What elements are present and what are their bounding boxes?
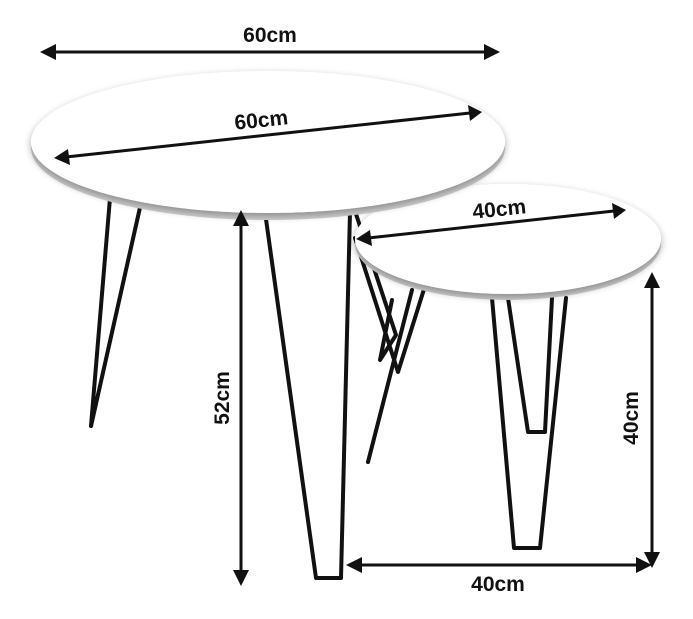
large-table-leg-left — [89, 196, 143, 428]
arrow-small-height — [644, 272, 660, 568]
large-table-top — [31, 71, 505, 220]
label-small-height: 40cm — [620, 391, 643, 445]
small-table-leg-front — [490, 296, 568, 550]
label-large-height: 52cm — [211, 371, 234, 425]
label-large-width-top: 60cm — [243, 24, 297, 47]
small-table-leg-left — [353, 236, 427, 374]
arrow-large-width-top — [40, 44, 500, 60]
arrow-small-top-diameter — [356, 203, 626, 246]
small-table-leg-back — [366, 288, 414, 464]
small-table-top-surface — [355, 184, 661, 294]
large-table-top-surface — [31, 71, 505, 213]
small-table-legs — [353, 236, 568, 550]
arrow-small-width-bottom — [346, 557, 652, 573]
label-small-width-bottom: 40cm — [471, 573, 525, 596]
large-table-leg-front — [263, 210, 352, 580]
small-table-leg-rear-right — [506, 296, 554, 434]
large-table-legs — [89, 196, 398, 580]
label-small-top-diameter: 40cm — [471, 195, 527, 223]
arrow-large-height — [233, 210, 249, 586]
arrow-large-top-diameter — [54, 105, 482, 165]
label-large-top-diameter: 60cm — [233, 106, 289, 134]
dimension-arrows — [40, 44, 660, 586]
small-table-top — [355, 184, 661, 300]
